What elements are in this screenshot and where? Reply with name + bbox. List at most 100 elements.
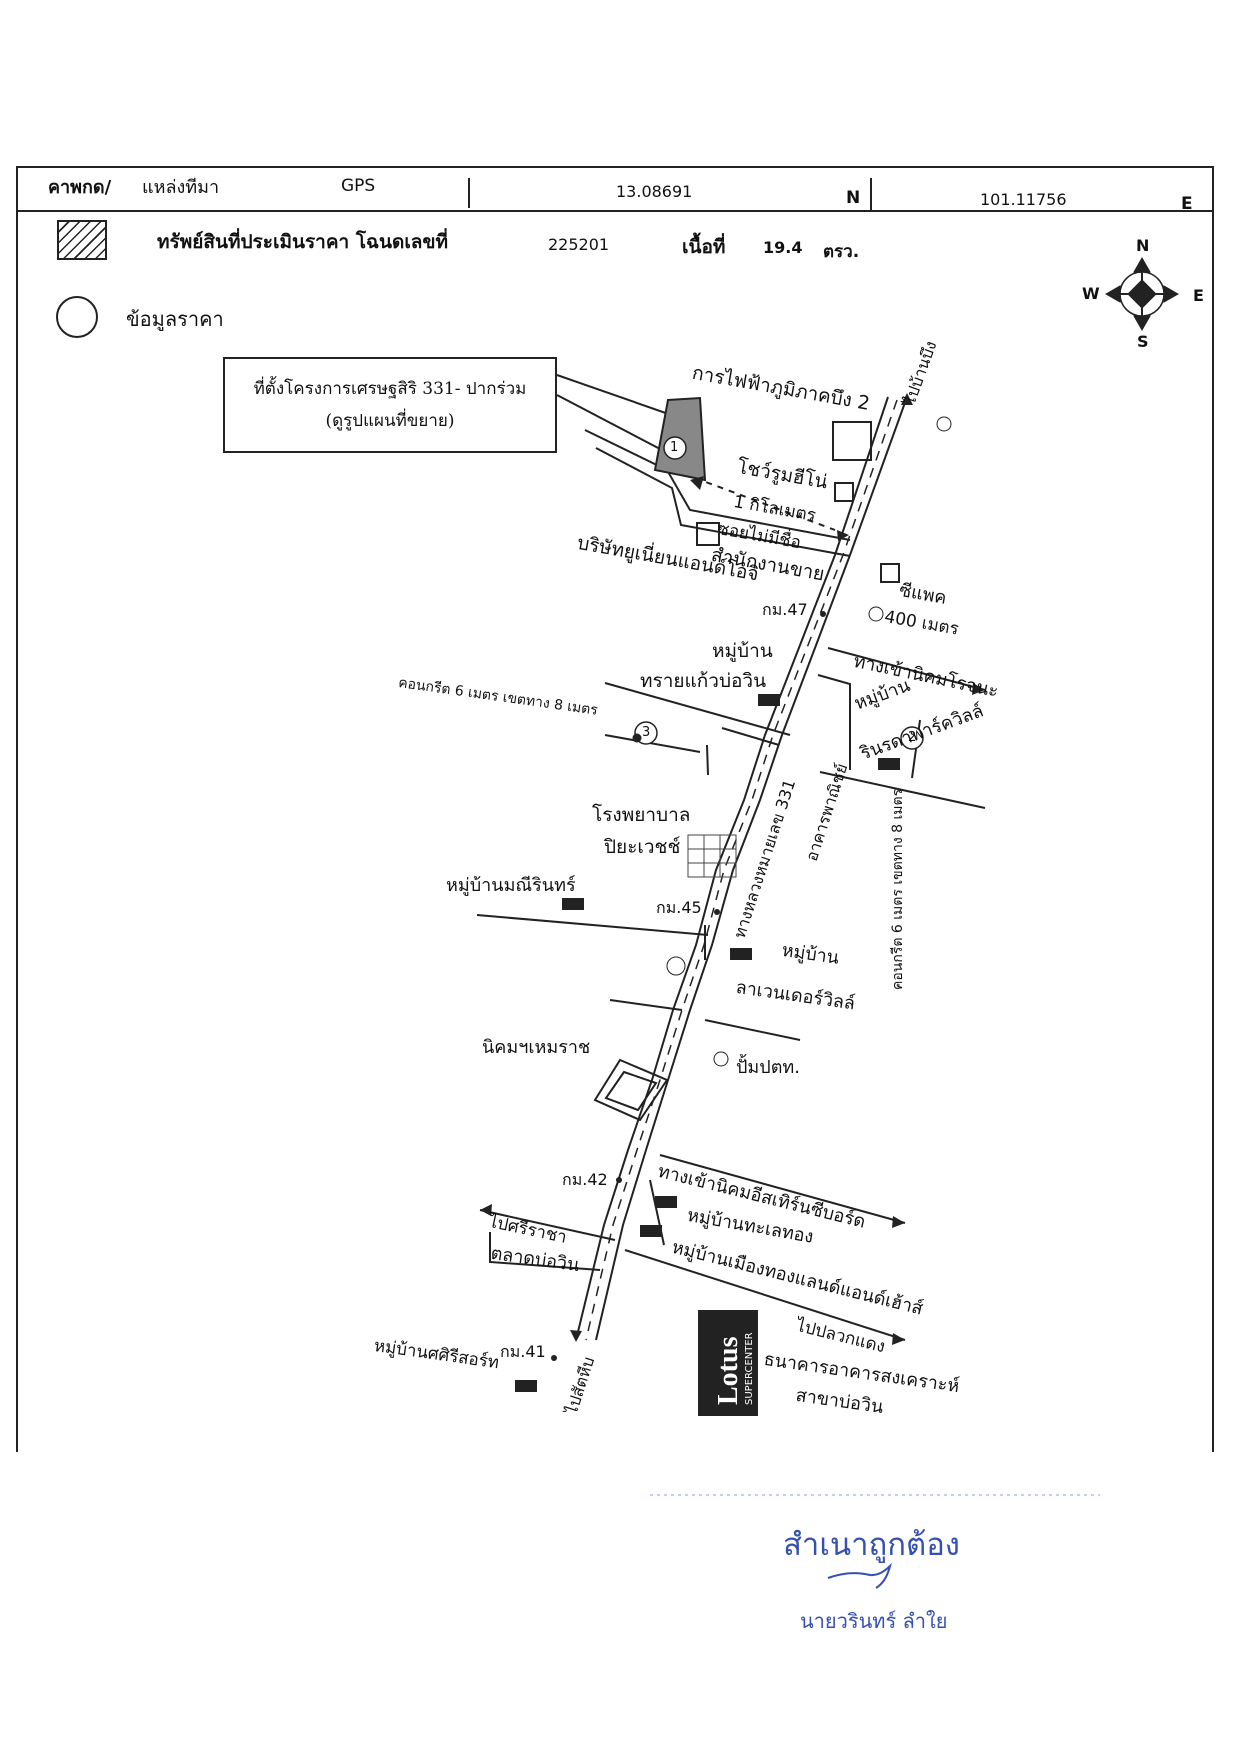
- km47-dot: [820, 611, 826, 617]
- certified-text: สำเนาถูกต้อง: [783, 1527, 960, 1563]
- compass-w: W: [1082, 284, 1100, 303]
- area-unit: ตรว.: [823, 242, 860, 262]
- callout-line1: ที่ตั้งโครงการเศรษฐสิริ 331- ปากร่วม: [253, 379, 527, 399]
- village-icon-lavender: [730, 948, 752, 960]
- label-km47: กม.47: [762, 600, 808, 619]
- label-village-sai: หมู่บ้าน: [712, 640, 773, 662]
- hemaraj-inner: [604, 1070, 658, 1112]
- highway-edge-west: [575, 396, 889, 1341]
- callout-pointer-2: [556, 394, 663, 451]
- shell-icon: [666, 956, 686, 976]
- site-road-dash: [694, 477, 836, 531]
- road-rojana-inner: [817, 674, 851, 770]
- label-hospital-2: ปิยะเวชช์: [604, 836, 681, 858]
- highway-centerline: [585, 399, 898, 1341]
- cpac-building: [880, 563, 900, 583]
- arrow-sriracha: [480, 1204, 492, 1216]
- asset-label: ทรัพย์สินที่ประเมินราคา โฉนดเลขที่: [157, 231, 448, 253]
- site-road-2: [595, 447, 851, 557]
- header-label: คาพกด/: [48, 177, 112, 198]
- price-label: ข้อมูลราคา: [126, 307, 224, 331]
- hemaraj-building: [593, 1058, 669, 1122]
- label-km45: กม.45: [656, 898, 702, 917]
- arrow-site: [690, 476, 704, 490]
- cpac-icon: [868, 606, 884, 622]
- marker-1-label: 1: [670, 440, 679, 455]
- road-saikaew-bottom: [604, 734, 701, 753]
- village-icon-muang: [640, 1225, 662, 1237]
- road-rojana-bottom: [819, 771, 986, 809]
- pea-building: [832, 421, 872, 461]
- compass-n: N: [1136, 236, 1150, 255]
- road-manee-top: [476, 914, 709, 936]
- header-source: แหล่งทีมา: [142, 177, 220, 198]
- callout-pointer: [556, 374, 681, 419]
- village-icon-manee: [562, 898, 584, 910]
- latitude-value: 13.08691: [616, 182, 693, 201]
- marker-3-label: 3: [642, 725, 651, 740]
- label-km42: กม.42: [562, 1170, 608, 1189]
- km41-dot: [551, 1355, 557, 1361]
- village-icon-saikaew: [758, 694, 780, 706]
- callout-line2: (ดูรูปแผนที่ขยาย): [325, 411, 455, 431]
- asset-hatch-swatch: [57, 220, 107, 260]
- road-saikaew-spur: [706, 744, 709, 776]
- header-rule: [16, 210, 1212, 212]
- signer-name: นายวรินทร์ ลำใย: [800, 1609, 948, 1633]
- highway-edge-east: [595, 396, 908, 1341]
- page-frame: [16, 166, 1214, 1452]
- longitude-value: 101.11756: [980, 190, 1067, 209]
- km42-dot: [616, 1177, 622, 1183]
- road-ptt: [704, 1019, 801, 1041]
- road-bowin: [489, 1232, 601, 1271]
- gps-label: GPS: [341, 176, 376, 196]
- compass-s: S: [1137, 332, 1149, 351]
- ptt-icon: [713, 1051, 729, 1067]
- marker-1: [663, 436, 687, 460]
- arrow-rojana: [972, 683, 985, 695]
- label-km41: กม.41: [500, 1342, 546, 1361]
- label-village-sai-name: ทรายแก้วบ่อวิน: [640, 670, 767, 692]
- road-saikaew-mid: [721, 727, 780, 746]
- road-lavender: [609, 999, 683, 1011]
- lotus-logo: [698, 1310, 758, 1416]
- header-divider: [468, 178, 470, 208]
- village-icon-talay: [655, 1196, 677, 1208]
- label-ptt: ปั้มปตท.: [736, 1057, 800, 1078]
- header-divider-2: [870, 178, 872, 212]
- arrow-soi: [837, 530, 849, 541]
- marker-2-label: 2: [908, 730, 917, 745]
- km45-dot: [714, 909, 720, 915]
- road-saikaew-top: [604, 682, 791, 736]
- village-icon-sri: [515, 1380, 537, 1392]
- showroom-building: [834, 482, 854, 502]
- project-callout: ที่ตั้งโครงการเศรษฐสิริ 331- ปากร่วม (ดู…: [223, 357, 557, 453]
- area-value: 19.4: [763, 238, 803, 257]
- road-rojana-top: [827, 647, 986, 691]
- top-rule: [16, 166, 1212, 168]
- price-circle-swatch: [56, 296, 98, 338]
- road-pluak-top: [624, 1249, 906, 1341]
- compass-e: E: [1193, 286, 1204, 305]
- union-building: [696, 522, 720, 546]
- label-lotus: Lotus: [713, 1336, 744, 1405]
- arrow-north: [901, 393, 913, 405]
- longitude-dir: E: [1181, 194, 1193, 214]
- marker-2: [900, 726, 924, 750]
- arrow-sattahip: [570, 1330, 582, 1342]
- label-concrete-2: คอนกรีต 6 เมตร เขตทาง 8 เมตร: [890, 788, 906, 990]
- arrow-eastern: [892, 1216, 905, 1228]
- site-road: [584, 429, 851, 541]
- label-hospital-1: โรงพยาบาล: [592, 804, 691, 826]
- price-point-icon: [632, 733, 642, 743]
- area-label: เนื้อที่: [682, 236, 726, 258]
- hospital-icon: [687, 834, 737, 878]
- deed-number: 225201: [548, 235, 610, 254]
- road-eastern-top: [659, 1154, 906, 1224]
- village-icon-rin: [878, 758, 900, 770]
- latitude-dir: N: [846, 188, 861, 208]
- arrow-pluak: [892, 1333, 905, 1345]
- landmark-icon: [936, 416, 952, 432]
- label-hemaraj: นิคมฯเหมราช: [482, 1037, 591, 1058]
